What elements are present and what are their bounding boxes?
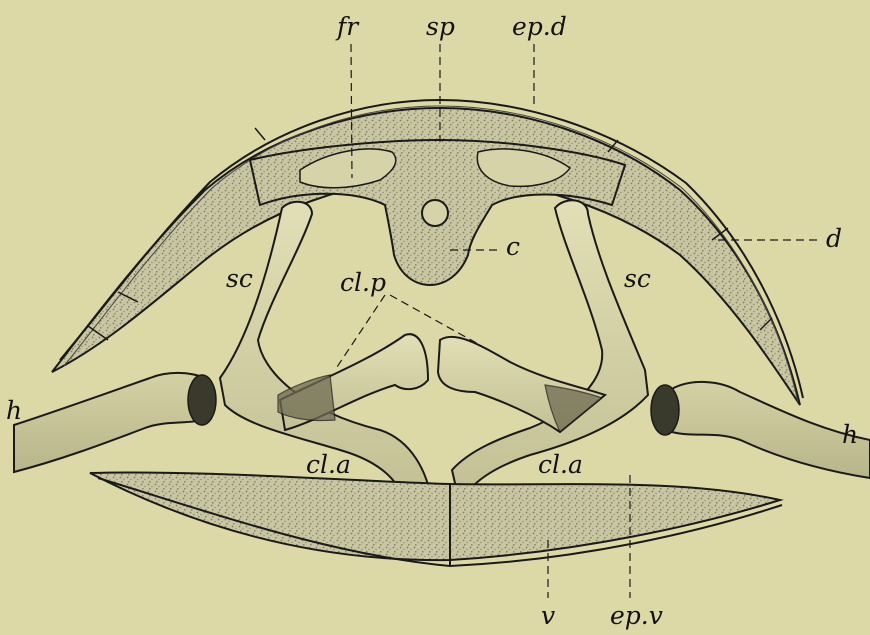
label-d: d: [826, 226, 842, 251]
right-glenoid: [651, 385, 679, 435]
label-cl-a-left: cl.a: [306, 452, 351, 477]
ventral-plastron: [90, 472, 782, 566]
left-glenoid: [188, 375, 216, 425]
label-cl-p: cl.p: [340, 270, 386, 295]
left-humerus: [14, 373, 216, 472]
label-h-right: h: [842, 422, 858, 447]
label-sc-right: sc: [624, 266, 651, 291]
label-fr: fr: [337, 14, 358, 39]
label-sp: sp: [426, 14, 455, 39]
label-h-left: h: [6, 398, 22, 423]
left-procoracoid: [278, 334, 428, 430]
label-c: c: [506, 234, 520, 259]
central-canal: [422, 200, 448, 226]
label-sc-left: sc: [226, 266, 253, 291]
label-ep-d: ep.d: [512, 14, 567, 39]
right-humerus: [651, 382, 870, 478]
label-cl-a-right: cl.a: [538, 452, 583, 477]
label-v: v: [541, 603, 555, 628]
label-ep-v: ep.v: [610, 603, 663, 628]
